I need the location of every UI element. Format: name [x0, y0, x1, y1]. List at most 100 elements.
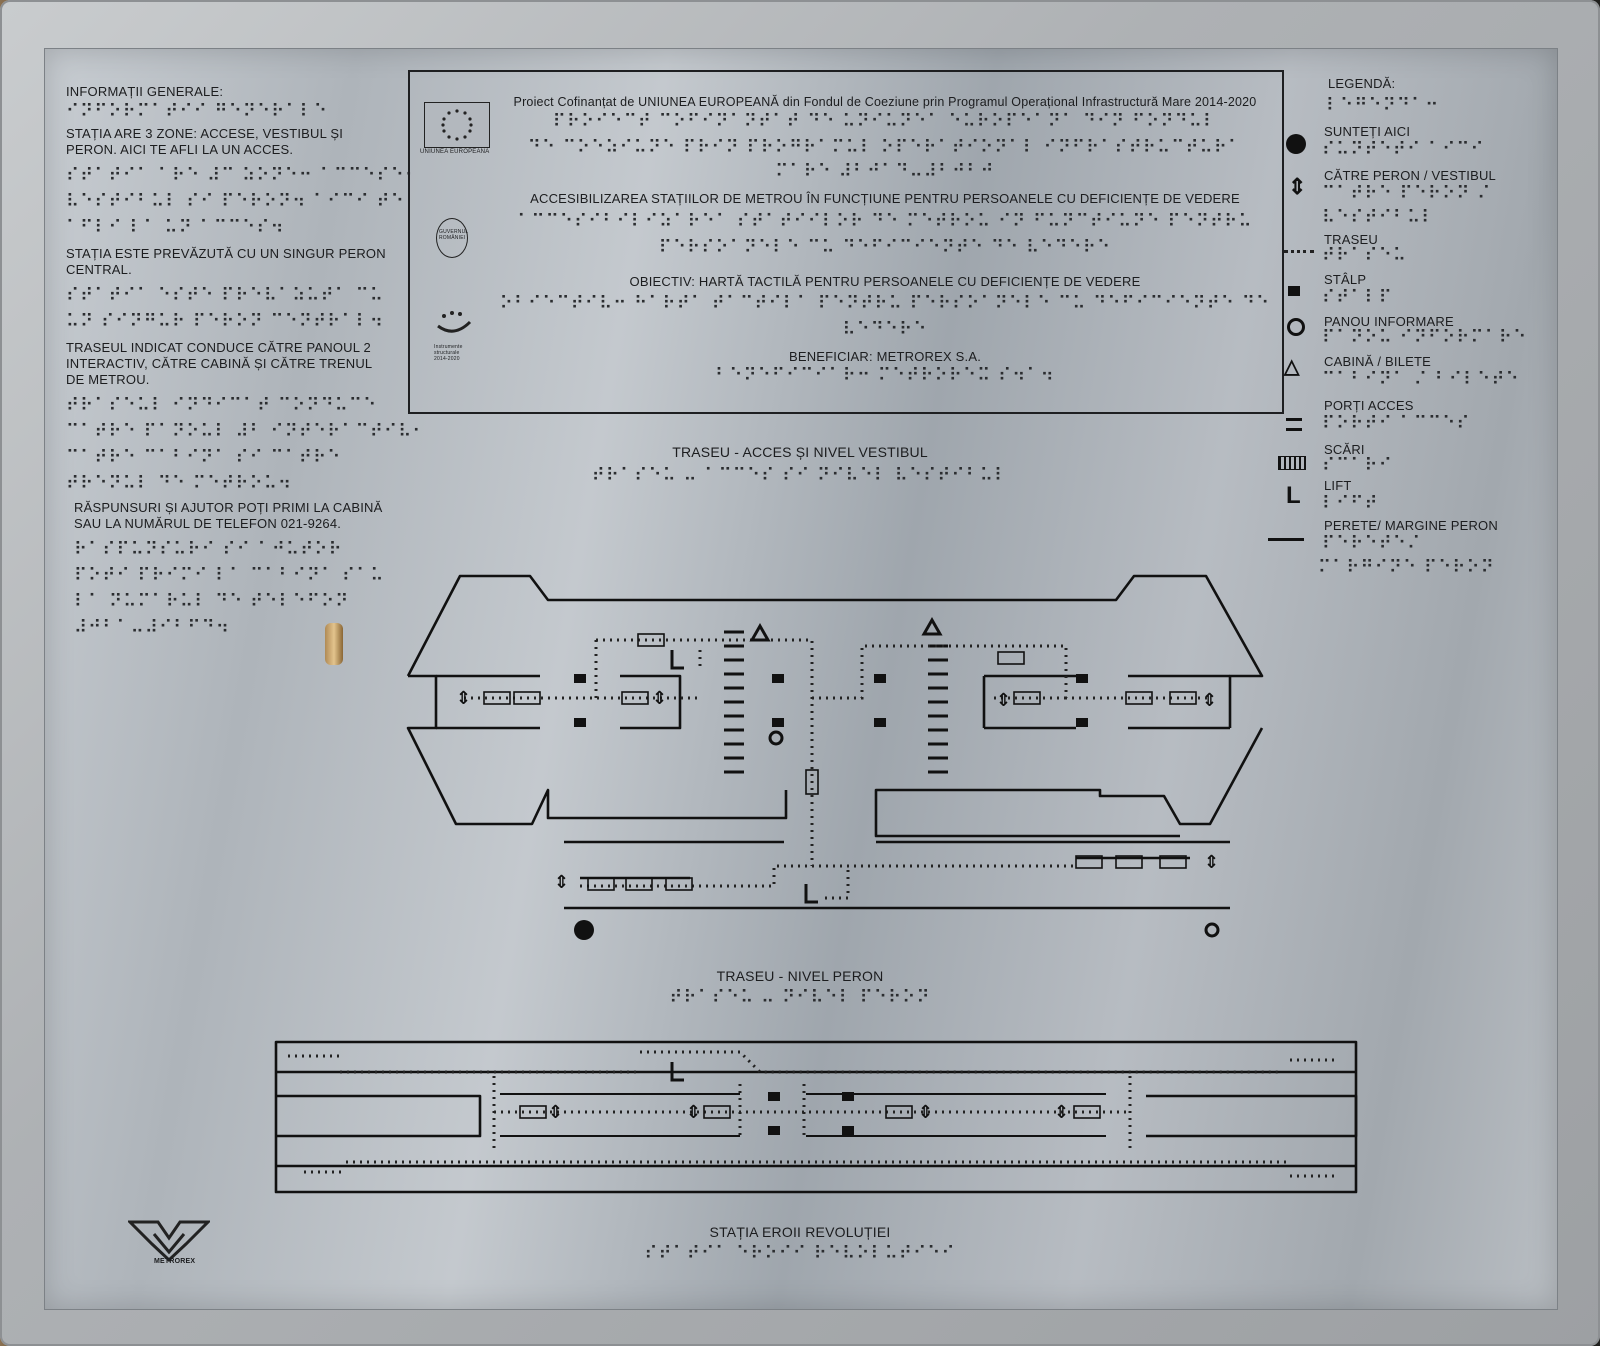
accessibility-title: ACCESIBILIZAREA STAȚIILOR DE METROU ÎN F…	[530, 191, 1240, 206]
stairs-icon	[1278, 456, 1306, 470]
direction-arrows-icon: ⇕	[686, 1102, 701, 1123]
braille-line: ⠁⠉⠉⠑⠎⠊⠃⠊⠇⠊⠵⠁⠗⠑⠁ ⠎⠞⠁⠞⠊⠊⠇⠕⠗ ⠙⠑ ⠍⠑⠞⠗⠕⠥ ⠊⠝ ⠋…	[517, 211, 1253, 232]
vestibule-outline-right	[874, 727, 1264, 838]
lift-icon	[670, 650, 684, 670]
wall-line-icon	[1268, 538, 1304, 541]
station-name-braille: ⠎⠞⠁⠞⠊⠁ ⠑⠗⠕⠊⠊ ⠗⠑⠧⠕⠇⠥⠞⠊⠑⠊	[644, 1243, 956, 1264]
route-path	[580, 864, 1076, 900]
stairs-icon	[483, 691, 511, 705]
map1-title: TRASEU - ACCES ȘI NIVEL VESTIBUL	[672, 444, 928, 460]
pillar-icon	[768, 1126, 780, 1135]
braille-line: ⠏⠗⠕⠊⠑⠉⠞ ⠉⠕⠋⠊⠝⠁⠝⠞⠁⠞ ⠙⠑ ⠥⠝⠊⠥⠝⠑⠁ ⠑⠥⠗⠕⠏⠑⠁⠝⠁ …	[552, 111, 1218, 132]
stairs-icon	[1159, 855, 1187, 869]
route-path	[288, 1050, 1336, 1074]
stairs-icon	[1115, 855, 1143, 869]
braille-line: ⠞⠗⠑⠝⠥⠇ ⠙⠑ ⠍⠑⠞⠗⠕⠥⠲	[66, 473, 293, 494]
braille-line: ⠎⠞⠁⠞⠊⠁ ⠑⠎⠞⠑ ⠏⠗⠑⠧⠁⠵⠥⠞⠁ ⠉⠥	[66, 285, 385, 306]
stairs-icon	[665, 877, 693, 891]
general-text-help: RĂSPUNSURI ȘI AJUTOR POȚI PRIMI LA CABIN…	[74, 500, 383, 531]
stairs-icon	[637, 633, 665, 647]
project-title: Proiect Cofinanțat de UNIUNEA EUROPEANĂ …	[513, 95, 1257, 109]
braille-line: ⠧⠑⠎⠞⠊⠃⠥⠇ ⠎⠊ ⠏⠑⠗⠕⠝⠲ ⠁⠊⠉⠊ ⠞⠑	[66, 191, 405, 212]
legend-label: TRASEU	[1324, 232, 1378, 247]
access-gate-left	[724, 630, 744, 774]
map1-braille: ⠞⠗⠁⠎⠑⠥ ⠤ ⠁⠉⠉⠑⠎ ⠎⠊ ⠝⠊⠧⠑⠇ ⠧⠑⠎⠞⠊⠃⠥⠇	[591, 465, 1009, 486]
legend-braille: ⠎⠞⠁⠇⠏	[1322, 287, 1393, 308]
legend-braille: ⠏⠑⠗⠑⠞⠑⠌	[1322, 533, 1422, 554]
ticket-cabin-icon	[749, 622, 771, 642]
general-heading-braille: ⠊⠝⠋⠕⠗⠍⠁⠞⠊⠊ ⠛⠑⠝⠑⠗⠁⠇⠑	[66, 101, 329, 122]
stairs-icon	[621, 691, 649, 705]
legend-braille: ⠇⠊⠋⠞	[1322, 493, 1379, 514]
direction-arrows-icon: ⇕	[1288, 174, 1307, 199]
braille-line: ⠁⠋⠇⠊ ⠇⠁ ⠥⠝ ⠁⠉⠉⠑⠎⠲	[66, 217, 285, 238]
beneficiary-title: BENEFICIAR: METROREX S.A.	[788, 349, 982, 364]
direction-arrows-icon: ⇕	[1204, 852, 1219, 873]
tactile-map-plate	[44, 48, 1558, 1310]
pillar-icon	[1076, 718, 1088, 727]
direction-arrows-icon: ⇕	[554, 872, 569, 893]
beneficiary-braille: ⠃⠑⠝⠑⠋⠊⠉⠊⠁⠗⠒ ⠍⠑⠞⠗⠕⠗⠑⠭ ⠎⠲⠁⠲	[715, 365, 1055, 386]
info-panel-icon	[1204, 922, 1220, 938]
legend-braille: ⠧⠑⠎⠞⠊⠃⠥⠇	[1322, 207, 1436, 228]
direction-arrows-icon: ⇕	[918, 1102, 933, 1123]
gate-icon	[1286, 418, 1302, 421]
info-panel-icon	[1287, 318, 1305, 336]
general-heading: INFORMAȚII GENERALE:	[66, 84, 224, 99]
braille-line: ⠧⠑⠙⠑⠗⠑	[842, 319, 928, 340]
legend-label: PERETE/ MARGINE PERON	[1324, 518, 1498, 533]
platform-edges	[500, 1093, 1106, 1137]
legend-label: STÂLP	[1324, 272, 1367, 287]
braille-line: ⠥⠝ ⠎⠊⠝⠛⠥⠗ ⠏⠑⠗⠕⠝ ⠉⠑⠝⠞⠗⠁⠇⠲	[66, 311, 385, 332]
station-name: STAȚIA EROII REVOLUȚIEI	[709, 1224, 891, 1240]
stairs-icon	[1125, 691, 1153, 705]
general-text-zones: STAȚIA ARE 3 ZONE: ACCESE, VESTIBUL ȘI P…	[66, 126, 344, 157]
triangle-icon: △	[1284, 356, 1300, 378]
eu-flag-icon	[424, 102, 490, 148]
braille-line: ⠏⠕⠞⠊ ⠏⠗⠊⠍⠊ ⠇⠁ ⠉⠁⠃⠊⠝⠁ ⠎⠁⠥	[74, 565, 385, 586]
legend-label: PORȚI ACCES	[1324, 398, 1414, 413]
pillar-icon	[874, 674, 886, 683]
ticket-cabin-icon	[921, 616, 943, 636]
dotted-path-icon	[1284, 250, 1314, 253]
pillar-icon	[574, 674, 586, 683]
access-gate-right	[928, 644, 948, 774]
route-path	[304, 1076, 1336, 1178]
braille-line: ⠞⠗⠁⠎⠑⠥⠇ ⠊⠝⠙⠊⠉⠁⠞ ⠉⠕⠝⠙⠥⠉⠑	[66, 395, 378, 416]
pillar-icon	[772, 674, 784, 683]
direction-arrows-icon: ⇕	[548, 1102, 563, 1123]
braille-line: ⠏⠑⠗⠎⠕⠁⠝⠑⠇⠑ ⠉⠥ ⠙⠑⠋⠊⠉⠊⠑⠝⠞⠑ ⠙⠑ ⠧⠑⠙⠑⠗⠑	[658, 237, 1112, 258]
pillar-icon	[1076, 674, 1088, 683]
stairs-icon	[519, 1105, 547, 1119]
romanian-government-logo-icon: GUVERNUL ROMÂNIEI	[436, 218, 468, 258]
map2-braille: ⠞⠗⠁⠎⠑⠥ ⠤ ⠝⠊⠧⠑⠇ ⠏⠑⠗⠕⠝	[669, 987, 931, 1008]
pillar-icon	[772, 718, 784, 727]
stairs-icon	[1169, 691, 1197, 705]
braille-line: ⠉⠁⠞⠗⠑ ⠏⠁⠝⠕⠥⠇ ⠼⠃ ⠊⠝⠞⠑⠗⠁⠉⠞⠊⠧⠂	[66, 421, 427, 442]
lower-corridor	[564, 840, 1230, 910]
filled-circle-icon	[1286, 134, 1306, 154]
legend-braille: ⠏⠕⠗⠞⠊ ⠁⠉⠉⠑⠎	[1322, 413, 1471, 434]
braille-line: ⠕⠃⠊⠑⠉⠞⠊⠧⠒ ⠓⠁⠗⠞⠁ ⠞⠁⠉⠞⠊⠇⠁ ⠏⠑⠝⠞⠗⠥ ⠏⠑⠗⠎⠕⠁⠝⠑⠇…	[499, 293, 1271, 314]
legend-braille: ⠞⠗⠁⠎⠑⠥	[1322, 245, 1408, 266]
direction-arrows-icon: ⇕	[652, 688, 667, 709]
route-path	[812, 644, 1210, 700]
direction-arrows-icon: ⇕	[1054, 1102, 1069, 1123]
eu-label: UNIUNEA EUROPEANĂ	[420, 149, 490, 155]
stairs-icon	[997, 651, 1025, 665]
braille-line: ⠎⠞⠁⠞⠊⠁ ⠁⠗⠑ ⠼⠉ ⠵⠕⠝⠑⠒ ⠁⠉⠉⠑⠎⠑⠂	[66, 165, 420, 186]
stairs-icon	[625, 877, 653, 891]
legend-braille: ⠏⠁⠝⠕⠥ ⠊⠝⠋⠕⠗⠍⠁⠗⠑	[1322, 327, 1528, 348]
objective-title: OBIECTIV: HARTĂ TACTILĂ PENTRU PERSOANEL…	[629, 274, 1141, 289]
lift-icon	[804, 884, 818, 904]
legend-braille: ⠎⠥⠝⠞⠑⠞⠊ ⠁⠊⠉⠊	[1322, 139, 1485, 160]
project-info-box	[408, 70, 1284, 414]
stairs-icon	[805, 769, 819, 795]
legend-braille: ⠎⠉⠁⠗⠊	[1322, 455, 1393, 476]
lift-icon	[670, 1062, 684, 1082]
legend-braille: ⠍⠁⠗⠛⠊⠝⠑ ⠏⠑⠗⠕⠝	[1318, 557, 1495, 578]
braille-line: ⠇⠁ ⠝⠥⠍⠁⠗⠥⠇ ⠙⠑ ⠞⠑⠇⠑⠋⠕⠝	[74, 591, 350, 612]
legend-heading-braille: ⠇⠑⠛⠑⠝⠙⠁⠒	[1326, 95, 1440, 116]
vestibule-outline-left	[406, 674, 788, 826]
stairs-icon	[1013, 691, 1041, 705]
